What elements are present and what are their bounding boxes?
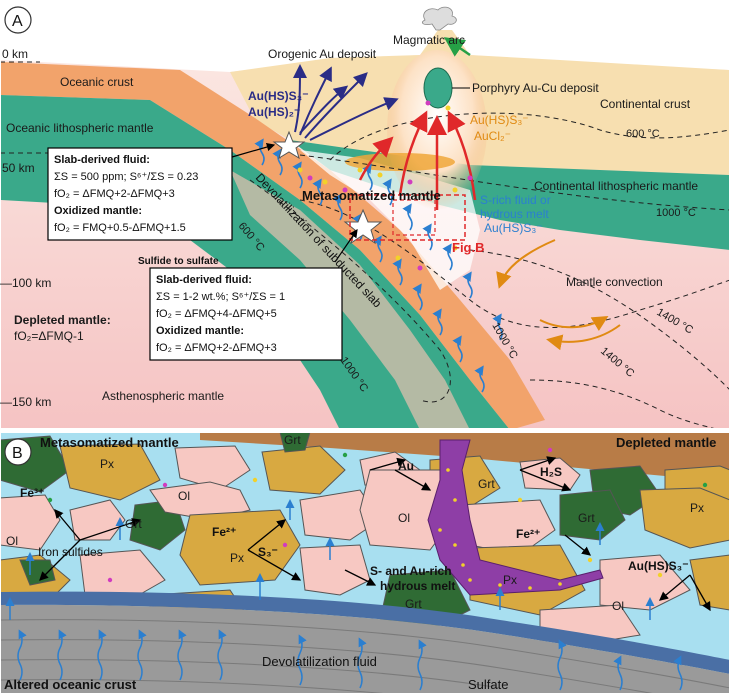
label-s-rich-1: S-rich fluid or xyxy=(480,193,551,207)
panel-b-badge xyxy=(4,438,32,466)
box2-title: Slab-derived fluid: xyxy=(156,274,252,286)
box2-line1: ΣS = 1-2 wt.%; S⁶⁺/ΣS = 1 xyxy=(156,291,285,303)
volcano-plume xyxy=(421,6,457,31)
depth-100: —100 km xyxy=(0,276,51,290)
b-label-devol-fluid: Devolatilization fluid xyxy=(262,654,377,669)
dots xyxy=(297,100,473,271)
b-fe3: Fe³⁺ xyxy=(20,486,44,500)
slab-inner xyxy=(230,170,469,428)
sky xyxy=(1,1,729,72)
label-sulfide-sulfate: Sulfide to sulfate xyxy=(138,256,219,267)
isotherm-600-crust: 600 °C xyxy=(626,128,660,140)
oceanic-crust xyxy=(1,62,545,428)
label-s-rich-2: hydrous melt xyxy=(480,207,549,221)
box1-title: Slab-derived fluid: xyxy=(54,154,150,166)
mineral-grt-4: Grt xyxy=(578,511,595,525)
b-label-sulfate: Sulfate xyxy=(468,677,508,692)
label-s-rich-3: Au(HS)S₃⁻ xyxy=(484,221,543,235)
species-aucl2: AuCl₂⁻ xyxy=(474,129,511,143)
label-asthenosphere: Asthenospheric mantle xyxy=(102,389,224,403)
fig-b-box-inner xyxy=(392,199,436,236)
b-s3: S₃⁻ xyxy=(258,545,278,559)
star-shallow xyxy=(272,130,306,160)
label-oceanic-mantle: Oceanic lithospheric mantle xyxy=(6,121,154,135)
convection-arrows xyxy=(496,239,621,351)
fig-b-box xyxy=(349,194,466,241)
species-au-hs-2: Au(HS)₂⁻ xyxy=(248,105,300,119)
label-fig-b: Fig.B xyxy=(452,240,485,255)
panel-b-letter: B xyxy=(12,445,23,462)
isotherm-1000-a: 1000 °C xyxy=(656,207,696,219)
b-melt-2: hydrous melt xyxy=(380,579,455,593)
label-depleted-mantle: Depleted mantle: xyxy=(14,313,111,327)
box1-leader xyxy=(231,142,276,158)
box2-title2: Oxidized mantle: xyxy=(156,325,244,337)
b-au-hs-s3: Au(HS)S₃⁻ xyxy=(628,559,689,573)
b-crust-striations xyxy=(1,619,729,693)
label-mantle-convection: Mantle convection xyxy=(566,275,663,289)
panel-b xyxy=(1,433,729,693)
box2 xyxy=(149,267,343,361)
b-fe2-left: Fe²⁺ xyxy=(212,525,236,539)
mineral-ol-4: Ol xyxy=(612,599,624,613)
box2-leader xyxy=(334,229,358,263)
box2-line3: fO₂ = ΔFMQ+2-ΔFMQ+3 xyxy=(156,342,277,354)
box1-line1: ΣS = 500 ppm; S⁶⁺/ΣS = 0.23 xyxy=(54,171,198,183)
b-label-metasomatized: Metasomatized mantle xyxy=(40,435,179,450)
b-crust-band xyxy=(1,591,729,674)
mineral-px-2: Px xyxy=(230,551,244,565)
box1 xyxy=(47,147,233,241)
label-continental-mantle: Continental lithospheric mantle xyxy=(534,179,698,193)
label-orogenic-au: Orogenic Au deposit xyxy=(268,47,377,61)
label-metasomatized: Metasomatized mantle xyxy=(302,188,441,203)
isotherms xyxy=(249,112,729,428)
magma-arrows xyxy=(358,110,477,210)
box1-line2: fO₂ = ΔFMQ+2-ΔFMQ+3 xyxy=(54,188,175,200)
mineral-ol-2: Ol xyxy=(6,534,18,548)
panel-divider xyxy=(0,429,730,432)
mineral-px-4: Px xyxy=(503,573,517,587)
depth-150: —150 km xyxy=(0,395,51,409)
label-continental-crust: Continental crust xyxy=(600,97,691,111)
mineral-ol-3: Ol xyxy=(398,511,410,525)
orogenic-arrows xyxy=(292,64,399,141)
b-melt-dots xyxy=(438,468,562,590)
label-porphyry: Porphyry Au-Cu deposit xyxy=(472,81,599,95)
mineral-grt-1: Grt xyxy=(284,433,301,447)
depth-50: 50 km xyxy=(2,161,35,175)
label-depleted-fo2: fO₂=ΔFMQ-1 xyxy=(14,329,84,343)
b-au: Au xyxy=(398,459,414,473)
panel-a-letter: A xyxy=(12,13,23,30)
fluid-squiggles xyxy=(254,138,503,393)
b-altered-crust xyxy=(1,604,729,693)
b-h2s: H₂S xyxy=(540,465,562,479)
b-fe2-right: Fe²⁺ xyxy=(516,527,540,541)
mineral-grt-2: Grt xyxy=(125,517,142,531)
box2-line2: fO₂ = ΔFMQ+4-ΔFMQ+5 xyxy=(156,308,277,320)
b-fluid-arrows xyxy=(5,499,683,691)
green-arrow xyxy=(443,37,471,57)
species-au-hs-s3-orange: Au(HS)S₃⁻ xyxy=(470,113,529,127)
b-pointers xyxy=(39,456,711,612)
mineral-px-3: Px xyxy=(690,501,704,515)
box1-title2: Oxidized mantle: xyxy=(54,205,142,217)
b-melt-1: S- and Au-rich xyxy=(370,564,452,578)
panel-a-badge xyxy=(4,6,32,34)
panel-b-labels: B Metasomatized mantle Depleted mantle A… xyxy=(4,433,716,692)
b-label-altered-crust: Altered oceanic crust xyxy=(4,677,137,692)
b-label-depleted: Depleted mantle xyxy=(616,435,716,450)
box1-line3: fO₂ = FMQ+0.5-ΔFMQ+1.5 xyxy=(54,222,186,234)
mineral-grt-5: Grt xyxy=(405,597,422,611)
label-magmatic-arc: Magmatic arc xyxy=(393,33,465,47)
mineral-grt-3: Grt xyxy=(478,477,495,491)
b-melt-vein xyxy=(427,439,604,596)
panel-a-labels: A 0 km 50 km —100 km —150 km Oceanic cru… xyxy=(0,6,698,409)
depth-0: 0 km xyxy=(2,47,28,61)
species-au-hs-s3: Au(HS)S₃⁻ xyxy=(248,89,309,103)
label-oceanic-crust: Oceanic crust xyxy=(60,75,134,89)
mineral-px-1: Px xyxy=(100,457,114,471)
mineral-ol-1: Ol xyxy=(178,489,190,503)
b-iron-sulfides: Iron sulfides xyxy=(38,545,103,559)
